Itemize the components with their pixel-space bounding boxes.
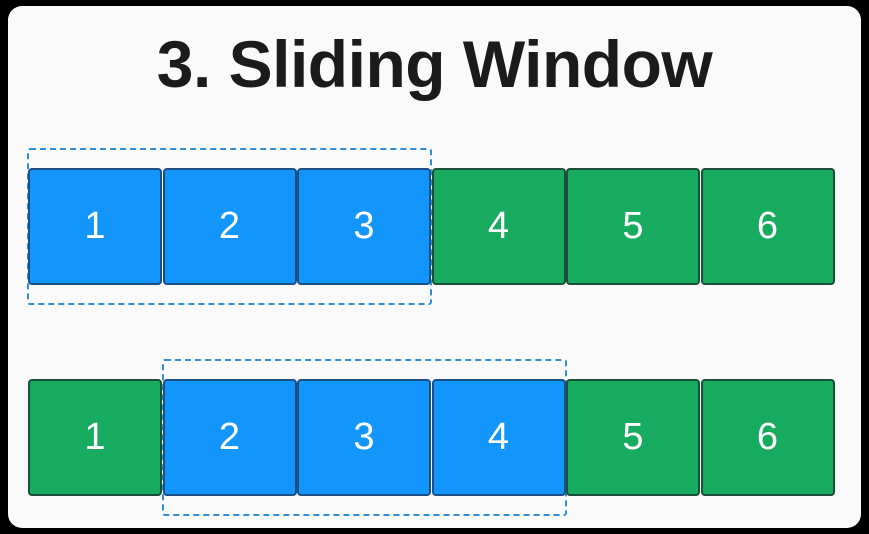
array-cell: 5 [566, 379, 700, 496]
array-cell: 5 [566, 168, 700, 285]
array-cell: 2 [162, 379, 297, 496]
array-cell: 3 [297, 168, 431, 285]
array-row-slid: 1 2 3 4 5 6 [28, 359, 835, 516]
array-cell: 4 [431, 379, 566, 496]
diagram-title: 3. Sliding Window [156, 27, 713, 101]
array-cell: 3 [297, 379, 431, 496]
array-cell: 6 [700, 168, 835, 285]
array-cell: 1 [28, 168, 162, 285]
array-cell: 1 [28, 379, 162, 496]
array-cell: 6 [700, 379, 835, 496]
array-cell: 4 [431, 168, 566, 285]
array-cell: 2 [162, 168, 297, 285]
diagram-card: 3. Sliding Window 1 2 3 4 5 6 1 2 3 4 5 … [8, 6, 861, 528]
array-row-initial: 1 2 3 4 5 6 [27, 148, 835, 305]
